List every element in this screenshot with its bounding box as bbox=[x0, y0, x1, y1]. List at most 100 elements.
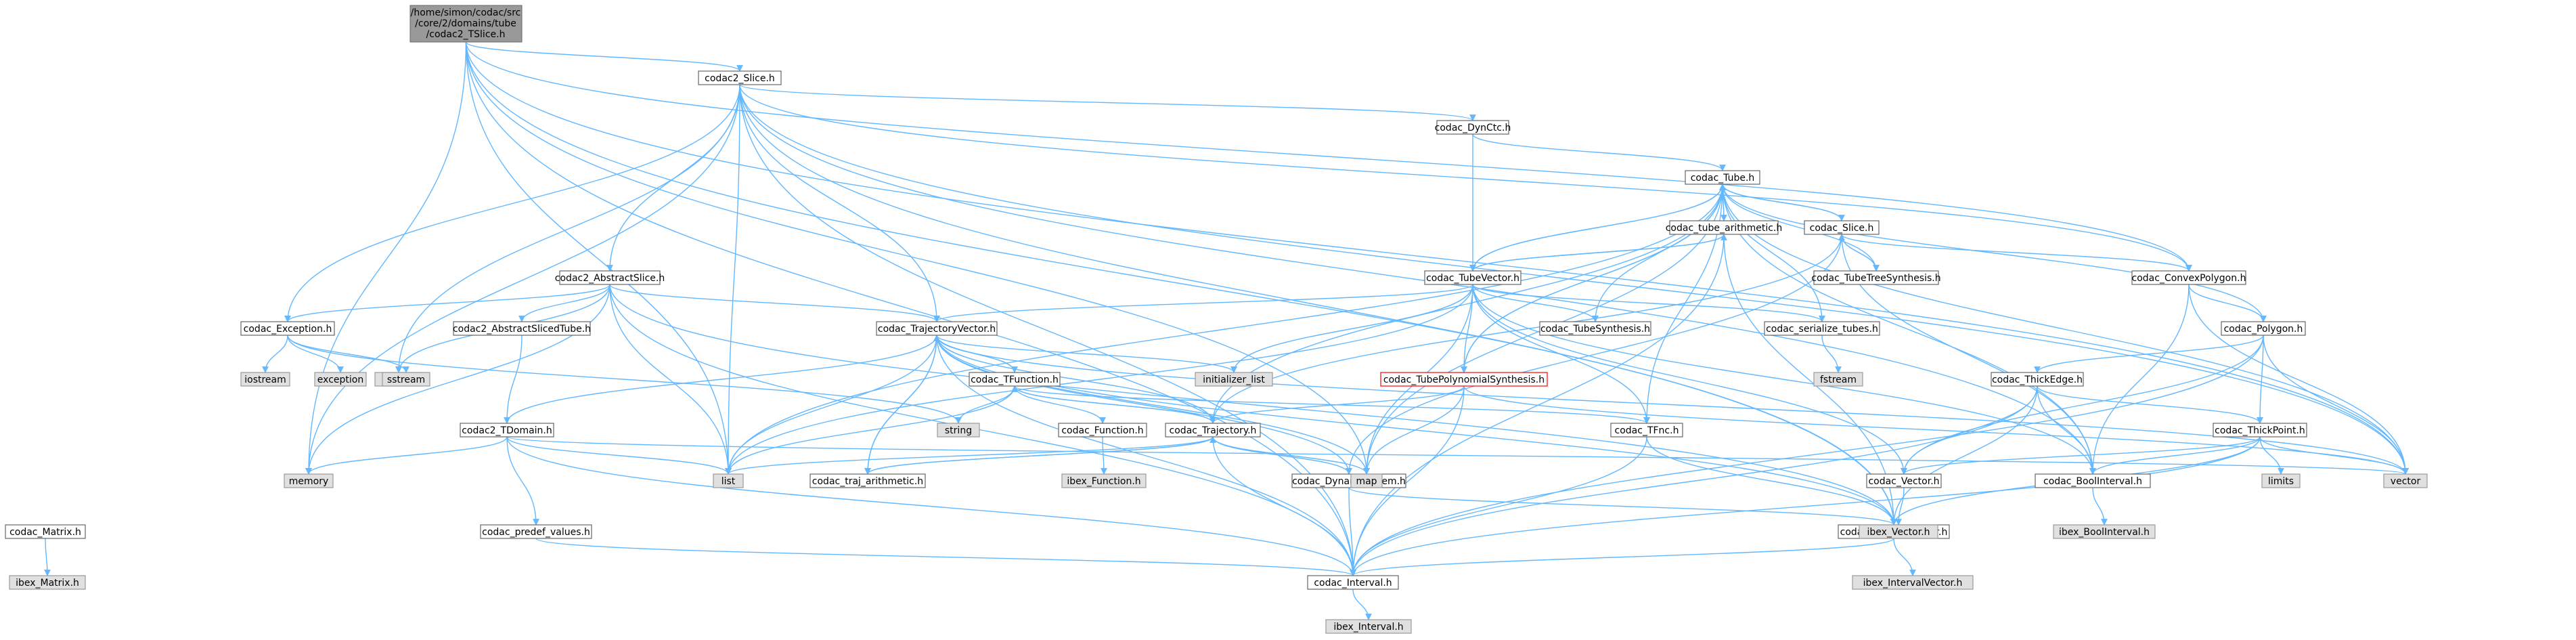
include-edge-trajvector-to-interval bbox=[936, 335, 1356, 576]
include-edge-slice2-to-interval bbox=[739, 84, 1356, 576]
file-node-label-sstream: sstream bbox=[387, 375, 425, 385]
include-edge-trajectory-to-list bbox=[725, 436, 1214, 475]
file-node-function[interactable]: codac_Function.h bbox=[1058, 423, 1147, 438]
file-node-trajarith[interactable]: codac_traj_arithmetic.h bbox=[809, 473, 926, 488]
file-node-label-exception: codac_Exception.h bbox=[244, 324, 332, 335]
file-node-slice2[interactable]: codac2_Slice.h bbox=[698, 70, 782, 85]
include-edge-thickpoint-to-boolinterval bbox=[2089, 436, 2261, 475]
file-node-box-ibexbool bbox=[2053, 524, 2156, 539]
root-file-node[interactable]: /home/simon/codac/src /core/2/domains/tu… bbox=[409, 5, 523, 43]
include-edge-convexpoly-to-vectorstd bbox=[2188, 284, 2409, 475]
file-node-box-iostream bbox=[240, 372, 290, 387]
file-node-absslice[interactable]: codac2_AbstractSlice.h bbox=[555, 270, 665, 285]
file-node-fstream: fstream bbox=[1813, 372, 1863, 387]
root-file-path-line-2: /core/2/domains/tube bbox=[415, 18, 516, 29]
file-node-box-tubearith bbox=[1669, 220, 1779, 235]
include-edge-boolinterval-to-ibexbool bbox=[2092, 487, 2108, 526]
include-edge-polygon-to-thickpoint bbox=[2257, 335, 2264, 424]
include-edge-trajectory-to-tfunction bbox=[1011, 385, 1214, 424]
include-edge-convexpoly-to-polygon bbox=[2188, 284, 2267, 322]
include-edge-slice2-to-vectorstd bbox=[739, 84, 2409, 475]
file-node-interval[interactable]: codac_Interval.h bbox=[1307, 575, 1399, 590]
include-edge-thickpoint-to-limits bbox=[2259, 436, 2284, 475]
include-edge-slice2-to-intervalvector bbox=[739, 84, 1897, 526]
file-node-box-map bbox=[1350, 473, 1383, 488]
file-node-ibexiv: ibex_IntervalVector.h bbox=[1852, 575, 1974, 590]
file-node-tubetreesynth[interactable]: codac_TubeTreeSynthesis.h bbox=[1811, 270, 1941, 285]
file-node-exception[interactable]: codac_Exception.h bbox=[240, 321, 335, 336]
include-edge-tubevector-to-tfnc bbox=[1472, 284, 1650, 424]
include-edge-slice2-to-list bbox=[725, 84, 740, 475]
file-node-trajvector[interactable]: codac_TrajectoryVector.h bbox=[876, 321, 998, 336]
include-edge-tubepoly-to-tube bbox=[1463, 184, 1726, 373]
file-node-box-ibexmatrix bbox=[9, 575, 86, 590]
file-node-tube[interactable]: codac_Tube.h bbox=[1685, 170, 1760, 185]
file-node-box-predef bbox=[480, 524, 592, 539]
file-node-tubesynth[interactable]: codac_TubeSynthesis.h bbox=[1539, 321, 1651, 336]
include-edge-slice2-to-memory bbox=[305, 84, 740, 475]
file-node-boolinterval[interactable]: codac_BoolInterval.h bbox=[2035, 473, 2151, 488]
file-node-label-interval: codac_Interval.h bbox=[1314, 578, 1392, 589]
file-node-polygon[interactable]: codac_Polygon.h bbox=[2221, 321, 2306, 336]
file-node-label-function: codac_Function.h bbox=[1061, 425, 1143, 436]
file-node-box-dynctc bbox=[1436, 120, 1509, 135]
file-node-label-tubetreesynth: codac_TubeTreeSynthesis.h bbox=[1811, 273, 1940, 284]
include-edge-dynctc-to-tube bbox=[1472, 133, 1726, 171]
include-edge-trajarith-to-trajvector bbox=[867, 335, 940, 475]
include-edge-tubevector-to-vector bbox=[1472, 284, 1907, 475]
include-edge-tube-to-trajectory bbox=[1209, 184, 1723, 424]
file-node-abstube[interactable]: codac2_AbstractSlicedTube.h bbox=[453, 321, 591, 336]
file-node-box-vectorstd bbox=[2383, 473, 2428, 488]
file-node-label-tubepoly: codac_TubePolynomialSynthesis.h bbox=[1383, 375, 1545, 385]
file-node-label-tubesynth: codac_TubeSynthesis.h bbox=[1540, 324, 1650, 335]
file-node-label-trajectory: codac_Trajectory.h bbox=[1170, 425, 1257, 436]
file-node-box-ibexinterval bbox=[1325, 619, 1412, 634]
include-edge-predef-to-interval bbox=[535, 538, 1356, 576]
file-node-trajectory[interactable]: codac_Trajectory.h bbox=[1165, 423, 1261, 438]
file-node-thickedge[interactable]: codac_ThickEdge.h bbox=[1991, 372, 2084, 387]
file-node-tfunction[interactable]: codac_TFunction.h bbox=[969, 372, 1061, 387]
file-node-label-exceptionstd: exception bbox=[317, 375, 363, 385]
file-node-convexpoly[interactable]: codac_ConvexPolygon.h bbox=[2131, 270, 2246, 285]
file-node-tdomain[interactable]: codac2_TDomain.h bbox=[460, 423, 554, 438]
file-node-slice[interactable]: codac_Slice.h bbox=[1804, 220, 1880, 235]
file-node-dynctc[interactable]: codac_DynCtc.h bbox=[1435, 120, 1511, 135]
file-node-box-initlist bbox=[1195, 372, 1273, 387]
include-edge-tfunction-to-list bbox=[725, 385, 1015, 475]
file-node-predef[interactable]: codac_predef_values.h bbox=[480, 524, 592, 539]
file-node-ibexmatrix: ibex_Matrix.h bbox=[9, 575, 86, 590]
include-edge-tube-to-serialize bbox=[1722, 184, 1825, 322]
file-node-box-tdomain bbox=[460, 423, 554, 438]
include-edge-polygon-to-thickedge bbox=[2034, 335, 2264, 373]
file-node-tfnc[interactable]: codac_TFnc.h bbox=[1610, 423, 1683, 438]
file-node-ibexvector: ibex_Vector.h bbox=[1859, 524, 1938, 539]
include-edge-tfnc-to-intervalvector bbox=[1646, 436, 1897, 526]
file-node-serialize[interactable]: codac_serialize_tubes.h bbox=[1764, 321, 1880, 336]
file-node-label-ibexmatrix: ibex_Matrix.h bbox=[16, 578, 79, 589]
file-node-ibexinterval: ibex_Interval.h bbox=[1325, 619, 1412, 634]
file-node-vector[interactable]: codac_Vector.h bbox=[1866, 473, 1942, 488]
include-edge-tfunction-to-tfnc bbox=[1014, 385, 1650, 424]
include-edge-slice2-to-exception bbox=[284, 84, 740, 322]
file-node-tubepoly[interactable]: codac_TubePolynomialSynthesis.h bbox=[1380, 372, 1548, 387]
include-edge-tfnc-to-interval bbox=[1350, 436, 1647, 576]
file-node-label-boolinterval: codac_BoolInterval.h bbox=[2043, 476, 2142, 487]
file-node-ibexbool: ibex_BoolInterval.h bbox=[2053, 524, 2156, 539]
file-node-box-tube bbox=[1685, 170, 1760, 185]
file-node-label-map: map bbox=[1356, 476, 1377, 487]
file-nodes: codac2_Slice.hcodac2_AbstractSlice.hcoda… bbox=[5, 70, 2428, 634]
file-node-exceptionstd: exception bbox=[314, 372, 367, 387]
include-edge-tubetreesynth-to-slice bbox=[1838, 234, 1877, 272]
include-edge-tube-to-polygon bbox=[1722, 184, 2267, 322]
file-node-box-trajvector bbox=[876, 321, 998, 336]
file-node-tubevector[interactable]: codac_TubeVector.h bbox=[1424, 270, 1522, 285]
file-node-dynitem[interactable]: codac_DynamicalItem.h bbox=[1291, 473, 1406, 488]
include-edge-tubevector-to-serialize bbox=[1472, 284, 1825, 322]
include-edge-tube-to-tubetreesynth bbox=[1722, 184, 1880, 272]
include-edge-slice-to-tube bbox=[1719, 184, 1842, 221]
file-node-thickpoint[interactable]: codac_ThickPoint.h bbox=[2213, 423, 2307, 438]
file-node-matrix[interactable]: codac_Matrix.h bbox=[5, 524, 86, 539]
file-node-tubearith[interactable]: codac_tube_arithmetic.h bbox=[1666, 220, 1783, 235]
file-node-label-trajarith: codac_traj_arithmetic.h bbox=[812, 476, 923, 487]
include-edge-tdomain-to-interval bbox=[506, 436, 1356, 576]
